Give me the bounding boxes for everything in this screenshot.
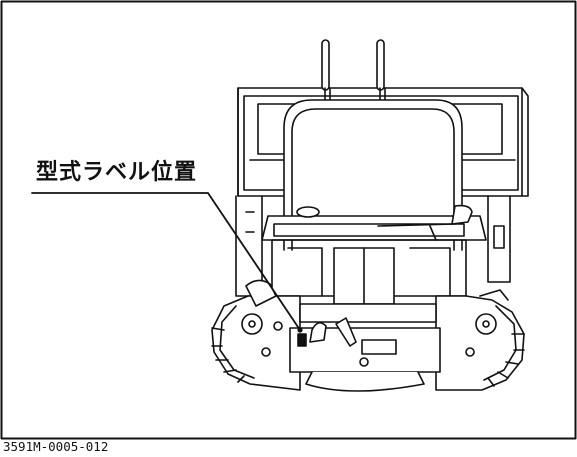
left-track [211, 279, 301, 391]
guard-frame [283, 99, 463, 251]
callout-leader [31, 192, 303, 333]
crawler-carrier-illustration [0, 0, 577, 440]
right-track [435, 289, 525, 391]
figure-frame: 型式ラベル位置 [0, 0, 577, 440]
rear-assembly [289, 303, 441, 392]
figure-border [0, 0, 577, 440]
model-label-location-caption: 型式ラベル位置 [36, 160, 198, 185]
engine-deck [261, 204, 487, 241]
figure-code: 3591M-0005-012 [3, 439, 109, 454]
